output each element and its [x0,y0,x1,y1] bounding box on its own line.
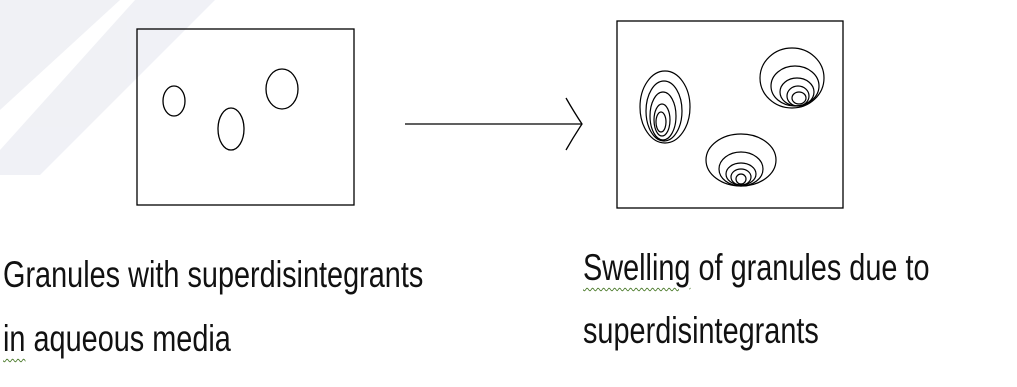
right-box [616,20,844,209]
swollen-granule-bottom [705,133,777,187]
left-caption-line1: Granules with superdisintegrants [3,254,424,295]
left-box [136,28,355,206]
granule-middle [217,107,245,151]
arrow [405,97,583,151]
granule-top [265,68,299,110]
left-caption-line2-rest: aqueous media [25,318,231,359]
right-caption-line1: Swelling of granules due to [583,249,930,286]
swollen-granule-left [639,70,691,144]
granule-small [162,85,186,117]
spellcheck-word: in [3,318,26,359]
right-caption-line1-rest: of granules due to [690,247,930,288]
right-caption-line2: superdisintegrants [583,310,819,351]
spellcheck-word: Swelling [583,247,691,288]
left-caption-line2: in aqueous media [3,320,231,357]
swollen-granule-top-right [759,47,825,109]
